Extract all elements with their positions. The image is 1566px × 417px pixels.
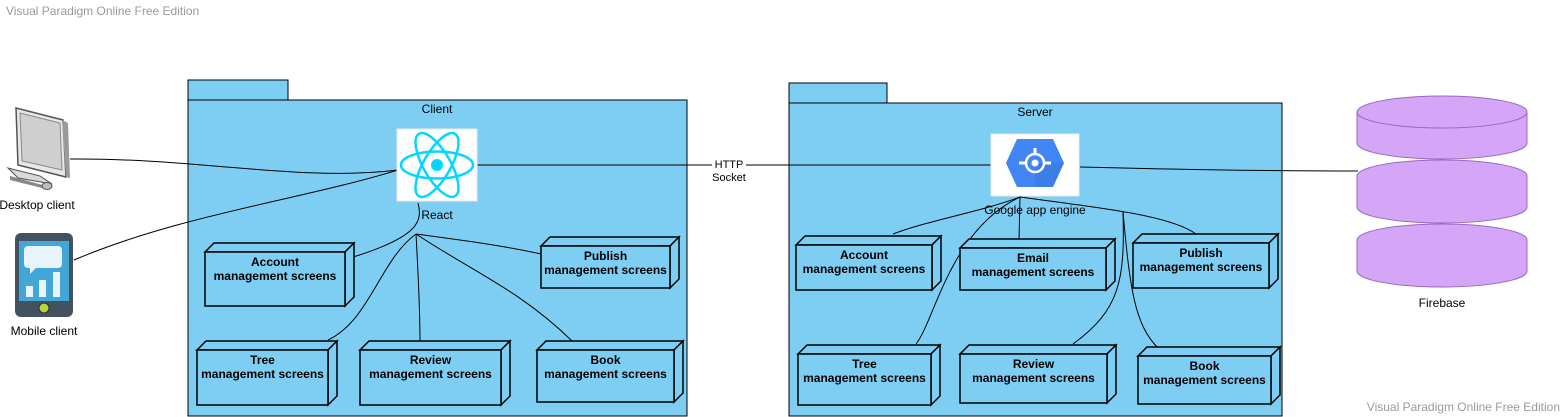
desktop-to-react-line bbox=[69, 158, 399, 174]
desktop-computer-icon bbox=[6, 107, 70, 190]
connection-line1: HTTP bbox=[715, 159, 744, 171]
server-account-node-label-0: Account bbox=[840, 248, 888, 262]
mobile-to-react-line bbox=[73, 169, 399, 261]
client-review-node-label-0: Review bbox=[410, 353, 452, 367]
mobile-client-label: Mobile client bbox=[11, 324, 78, 338]
watermark-top: Visual Paradigm Online Free Edition bbox=[6, 4, 200, 18]
react-label: React bbox=[421, 208, 453, 222]
connectors bbox=[69, 158, 1359, 349]
gae-to-firebase-line bbox=[1079, 166, 1359, 172]
firebase-label: Firebase bbox=[1419, 296, 1466, 310]
server-book-node-label-0: Book bbox=[1190, 359, 1220, 373]
watermark-bottom: Visual Paradigm Online Free Edition bbox=[1366, 400, 1560, 414]
server-review-node-label-1: management screens bbox=[972, 371, 1095, 385]
react-to-tree-line bbox=[327, 233, 417, 341]
client-publish-node-label-1: management screens bbox=[544, 263, 667, 277]
server-email-node-label-0: Email bbox=[1017, 251, 1049, 265]
react-logo-icon bbox=[399, 131, 475, 199]
desktop-client[interactable]: Desktop client bbox=[0, 107, 75, 212]
database-cylinder-icon bbox=[1356, 95, 1528, 288]
react-to-publish-line bbox=[415, 233, 542, 255]
google-app-engine-icon bbox=[1006, 139, 1064, 187]
react-to-account-line bbox=[349, 202, 420, 259]
client-package-title: Client bbox=[422, 102, 453, 116]
server-review-node-label-0: Review bbox=[1013, 357, 1055, 371]
desktop-client-label: Desktop client bbox=[0, 198, 75, 212]
client-tree-node-label-0: Tree bbox=[250, 353, 275, 367]
gae-to-publish-line bbox=[1019, 196, 1197, 235]
client-publish-node-label-0: Publish bbox=[584, 249, 627, 263]
firebase-database[interactable]: Firebase bbox=[1356, 95, 1528, 310]
client-account-node-label-1: management screens bbox=[214, 269, 337, 283]
client-review-node-label-1: management screens bbox=[369, 367, 492, 381]
react-to-review-line bbox=[415, 233, 421, 343]
server-book-node-label-1: management screens bbox=[1143, 373, 1266, 387]
react-component[interactable]: React bbox=[396, 127, 478, 222]
gae-to-email-line bbox=[1018, 196, 1021, 241]
client-book-node-label-0: Book bbox=[591, 353, 621, 367]
react-to-book-line bbox=[415, 233, 573, 342]
http-socket-label: HTTP Socket bbox=[712, 159, 746, 184]
server-tree-node-label-0: Tree bbox=[852, 357, 877, 371]
server-account-node-label-1: management screens bbox=[803, 262, 926, 276]
connection-line2: Socket bbox=[712, 172, 746, 184]
gae-component[interactable]: Google app engine bbox=[984, 133, 1086, 217]
server-publish-node-label-1: management screens bbox=[1140, 260, 1263, 274]
server-email-node-label-1: management screens bbox=[972, 265, 1095, 279]
gae-label: Google app engine bbox=[984, 203, 1086, 217]
gae-to-book-line bbox=[1122, 211, 1159, 349]
client-account-node-label-0: Account bbox=[251, 255, 299, 269]
gae-to-tree-line bbox=[915, 196, 1021, 345]
client-tree-node-label-1: management screens bbox=[201, 367, 324, 381]
mobile-client[interactable]: Mobile client bbox=[11, 233, 78, 338]
server-tree-node-label-1: management screens bbox=[803, 371, 926, 385]
server-publish-node-label-0: Publish bbox=[1179, 246, 1222, 260]
server-package-title: Server bbox=[1017, 105, 1052, 119]
gae-to-review-line bbox=[1072, 211, 1124, 345]
client-book-node-label-1: management screens bbox=[544, 367, 667, 381]
gae-to-account-line bbox=[892, 196, 1021, 235]
mobile-phone-icon bbox=[15, 233, 73, 317]
